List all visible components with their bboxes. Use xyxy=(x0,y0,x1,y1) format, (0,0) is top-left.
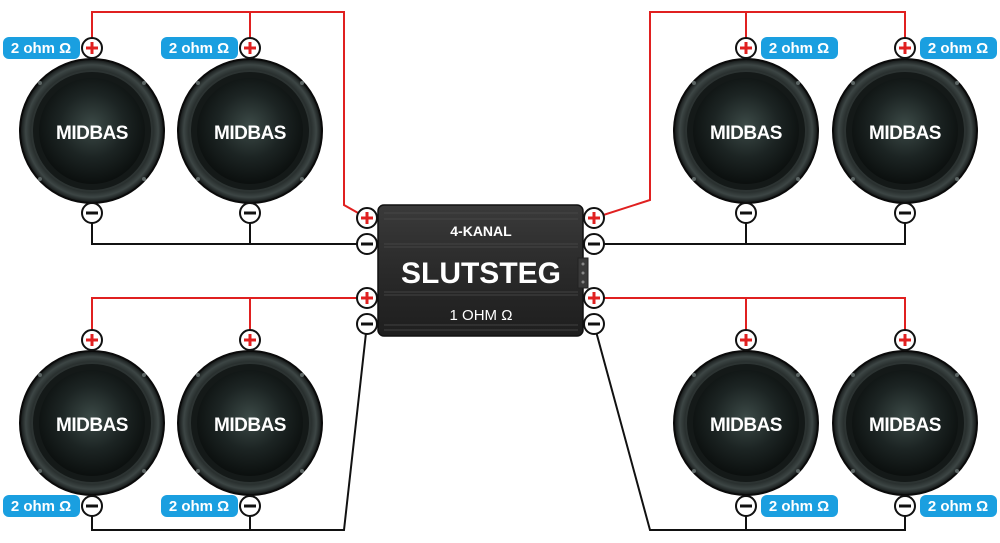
plus-terminal-icon xyxy=(86,334,98,346)
ohm-badge: 2 ohm Ω xyxy=(761,495,838,517)
speaker-terminal-negative xyxy=(81,495,103,517)
ohm-badge: 2 ohm Ω xyxy=(920,37,997,59)
negative-wire xyxy=(91,213,367,245)
plus-terminal-icon xyxy=(588,212,600,224)
negative-wire xyxy=(91,323,368,531)
positive-wire xyxy=(91,11,368,219)
amp-terminal-bottom-right-positive xyxy=(583,287,605,309)
speaker-terminal-negative xyxy=(735,202,757,224)
speaker-terminal-negative xyxy=(735,495,757,517)
speaker: MIDBAS xyxy=(832,350,978,496)
ohm-badge: 2 ohm Ω xyxy=(3,37,80,59)
plus-terminal-icon xyxy=(361,292,373,304)
ohm-badge-label: 2 ohm Ω xyxy=(928,40,988,57)
speaker-terminal-positive xyxy=(239,329,261,351)
plus-terminal-icon xyxy=(588,292,600,304)
amp-terminal-bottom-left-positive xyxy=(356,287,378,309)
speaker-terminal-positive xyxy=(735,37,757,59)
speaker-label: MIDBAS xyxy=(56,123,128,144)
speaker-terminal-positive xyxy=(894,37,916,59)
speaker-label: MIDBAS xyxy=(214,123,286,144)
speaker: MIDBAS xyxy=(673,58,819,204)
positive-wire xyxy=(594,297,906,340)
speaker-terminal-negative xyxy=(239,202,261,224)
speaker: MIDBAS xyxy=(673,350,819,496)
plus-terminal-icon xyxy=(899,42,911,54)
plus-terminal-icon xyxy=(244,334,256,346)
amp-terminal-bottom-left-negative xyxy=(356,313,378,335)
ohm-badge-label: 2 ohm Ω xyxy=(11,40,71,57)
ohm-badge-label: 2 ohm Ω xyxy=(11,498,71,515)
amp-terminal-top-right-positive xyxy=(583,207,605,229)
speaker: MIDBAS xyxy=(832,58,978,204)
amp-terminal-top-left-negative xyxy=(356,233,378,255)
ohm-badge-label: 2 ohm Ω xyxy=(928,498,988,515)
speaker-terminal-negative xyxy=(894,202,916,224)
speaker-terminal-positive xyxy=(239,37,261,59)
ohm-badge-label: 2 ohm Ω xyxy=(769,40,829,57)
amp-impedance-label: 1 OHM Ω xyxy=(450,307,513,324)
negative-wire xyxy=(593,323,906,531)
speaker-terminal-positive xyxy=(81,329,103,351)
speaker-terminal-negative xyxy=(81,202,103,224)
amp-title: SLUTSTEG xyxy=(401,257,561,290)
speaker: MIDBAS xyxy=(177,350,323,496)
speaker: MIDBAS xyxy=(19,350,165,496)
speaker-label: MIDBAS xyxy=(869,123,941,144)
ohm-badge-label: 2 ohm Ω xyxy=(169,40,229,57)
speaker-terminal-positive xyxy=(894,329,916,351)
speaker-label: MIDBAS xyxy=(710,415,782,436)
positive-wire xyxy=(91,297,367,340)
speaker-terminal-negative xyxy=(239,495,261,517)
positive-wire xyxy=(593,11,906,219)
speaker-terminal-negative xyxy=(894,495,916,517)
ohm-badge-label: 2 ohm Ω xyxy=(169,498,229,515)
ohm-badge: 2 ohm Ω xyxy=(761,37,838,59)
amp-terminal-bottom-right-negative xyxy=(583,313,605,335)
plus-terminal-icon xyxy=(244,42,256,54)
speaker-label: MIDBAS xyxy=(869,415,941,436)
plus-terminal-icon xyxy=(361,212,373,224)
speaker: MIDBAS xyxy=(177,58,323,204)
amp-terminal-top-right-negative xyxy=(583,233,605,255)
ohm-badge: 2 ohm Ω xyxy=(3,495,80,517)
plus-terminal-icon xyxy=(740,42,752,54)
ohm-badge-label: 2 ohm Ω xyxy=(769,498,829,515)
ohm-badge: 2 ohm Ω xyxy=(161,37,238,59)
plus-terminal-icon xyxy=(740,334,752,346)
speaker-label: MIDBAS xyxy=(214,415,286,436)
plus-terminal-icon xyxy=(899,334,911,346)
ohm-badge: 2 ohm Ω xyxy=(920,495,997,517)
amp-terminal-top-left-positive xyxy=(356,207,378,229)
speaker-label: MIDBAS xyxy=(56,415,128,436)
amp-channel-label: 4-KANAL xyxy=(450,223,512,239)
speaker: MIDBAS xyxy=(19,58,165,204)
speaker-terminal-positive xyxy=(81,37,103,59)
amplifier: 4-KANAL SLUTSTEG 1 OHM Ω xyxy=(377,204,589,337)
ohm-badge: 2 ohm Ω xyxy=(161,495,238,517)
speaker-label: MIDBAS xyxy=(710,123,782,144)
speaker-terminal-positive xyxy=(735,329,757,351)
plus-terminal-icon xyxy=(86,42,98,54)
